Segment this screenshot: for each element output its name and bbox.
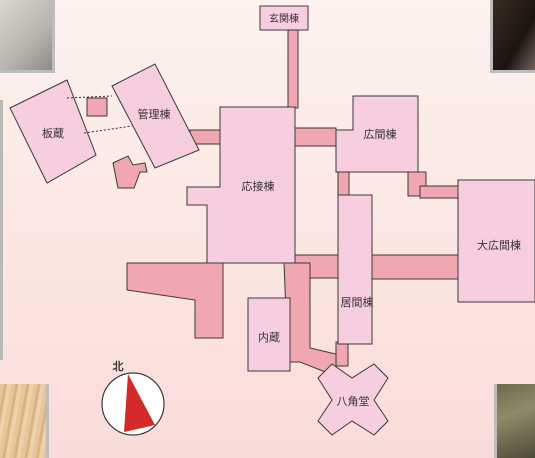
label-kanri: 管理棟 — [138, 107, 171, 121]
photo-top-right — [490, 0, 535, 73]
label-osetsu: 応接棟 — [242, 179, 275, 193]
corridor-left-small — [112, 155, 148, 189]
room-genkan — [259, 5, 309, 31]
corridor-kyoma-ohiroma — [371, 254, 459, 280]
corridor-southwest — [126, 262, 224, 339]
corridor-osetsu-hiroma — [292, 127, 337, 147]
room-naizo — [247, 297, 291, 372]
room-kanri — [111, 63, 200, 169]
label-hakkakudo: 八角堂 — [337, 395, 370, 408]
label-kyoma: 居間棟 — [341, 295, 374, 309]
label-genkan: 玄関棟 — [269, 12, 299, 25]
corridor-to-ohiroma — [419, 185, 459, 199]
dotted-link-upper — [66, 95, 113, 99]
photo-left-edge — [0, 100, 3, 360]
room-osetsu — [186, 106, 296, 264]
label-hiroma: 広間棟 — [364, 127, 397, 141]
room-kyoma — [337, 194, 373, 345]
corridor-left-upper — [86, 97, 108, 117]
compass-north-label: 北 — [113, 359, 124, 373]
photo-bottom-right — [494, 384, 535, 458]
room-ohiroma — [457, 179, 535, 303]
label-ohiroma: 大広間棟 — [477, 238, 521, 252]
compass-needle — [124, 374, 155, 432]
label-naizo: 内蔵 — [258, 330, 280, 344]
photo-top-left — [0, 0, 55, 73]
corridor-kyoma-hakkaku — [335, 341, 349, 367]
corridor-genkan-stem — [287, 25, 299, 109]
compass: 北 — [101, 359, 165, 436]
label-itakura: 板蔵 — [42, 126, 64, 140]
room-hakkakudo — [317, 363, 389, 436]
room-hiroma — [335, 95, 419, 173]
corridor-osetsu-naizo — [283, 262, 341, 376]
room-itakura — [9, 79, 97, 184]
dotted-link-lower — [83, 125, 133, 134]
photo-bottom-left — [0, 384, 49, 458]
corridor-hiroma-kyoma — [337, 171, 350, 197]
